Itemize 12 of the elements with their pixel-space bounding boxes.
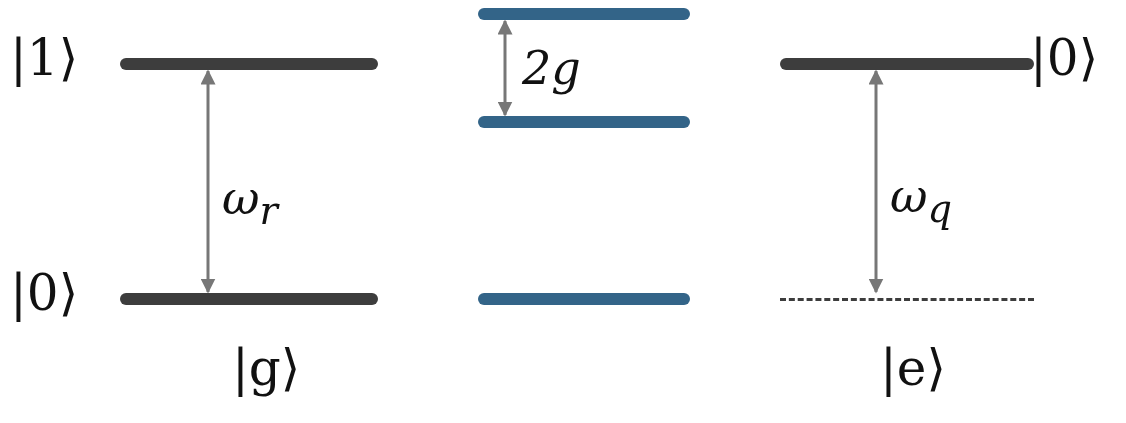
energy-level-bar <box>478 116 690 128</box>
dashed-energy-level <box>780 298 1034 301</box>
double-arrow <box>200 69 216 294</box>
state-label: |g⟩ <box>232 338 301 398</box>
ket-label: |0⟩ <box>1030 28 1099 88</box>
energy-level-bar <box>478 8 690 20</box>
state-label: |e⟩ <box>880 338 946 398</box>
ket-label: |1⟩ <box>10 28 79 88</box>
energy-level-bar <box>478 293 690 305</box>
double-arrow <box>497 19 513 117</box>
ket-label: |0⟩ <box>10 263 79 323</box>
double-arrow <box>868 69 884 294</box>
